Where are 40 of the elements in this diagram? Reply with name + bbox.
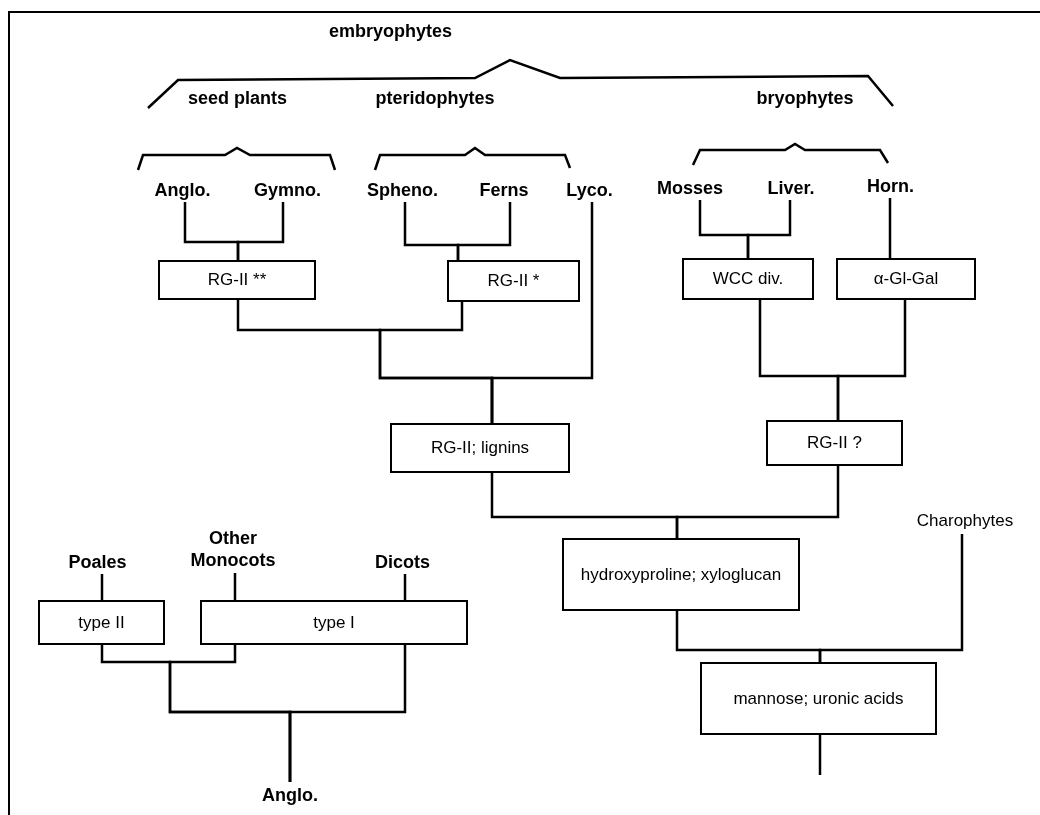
taxon-label: Anglo. [245, 782, 335, 808]
taxon-label: Horn. [853, 174, 928, 198]
taxon-label: Spheno. [350, 178, 455, 202]
tree-line [888, 198, 892, 258]
tree-line [288, 645, 407, 782]
tree-line [100, 574, 104, 600]
taxon-label: Poales [55, 550, 140, 574]
taxon-label: embryophytes [318, 18, 463, 44]
trait-box: mannose; uronic acids [700, 662, 937, 735]
taxon-label: Lyco. [552, 178, 627, 202]
tree-line [378, 302, 494, 423]
tree-line [818, 735, 822, 775]
tree-line [456, 202, 512, 260]
trait-box: type I [200, 600, 468, 645]
trait-box: hydroxyproline; xyloglucan [562, 538, 800, 611]
tree-line [233, 573, 237, 600]
tree-line [403, 574, 407, 600]
taxon-label: Dicots [355, 550, 450, 574]
taxon-label: pteridophytes [350, 85, 520, 111]
taxon-label: Mosses [640, 176, 740, 200]
taxon-label: Liver. [750, 176, 832, 200]
taxon-label: seed plants [165, 85, 310, 111]
trait-box: RG-II ? [766, 420, 903, 466]
trait-box: type II [38, 600, 165, 645]
tree-line [236, 202, 285, 260]
trait-box: RG-II ** [158, 260, 316, 300]
taxon-label: Gymno. [240, 178, 335, 202]
tree-line [836, 300, 907, 420]
taxon-label: Other Monocots [168, 525, 298, 573]
trait-box: RG-II * [447, 260, 580, 302]
trait-box: WCC div. [682, 258, 814, 300]
trait-box: α-Gl-Gal [836, 258, 976, 300]
trait-box: RG-II; lignins [390, 423, 570, 473]
taxon-label: Anglo. [140, 178, 225, 202]
tree-line [675, 466, 840, 538]
taxon-label: bryophytes [725, 85, 885, 111]
taxon-label: Charophytes [895, 508, 1035, 534]
taxon-label: Ferns [465, 178, 543, 202]
tree-line [746, 200, 792, 258]
tree-line [818, 534, 964, 662]
